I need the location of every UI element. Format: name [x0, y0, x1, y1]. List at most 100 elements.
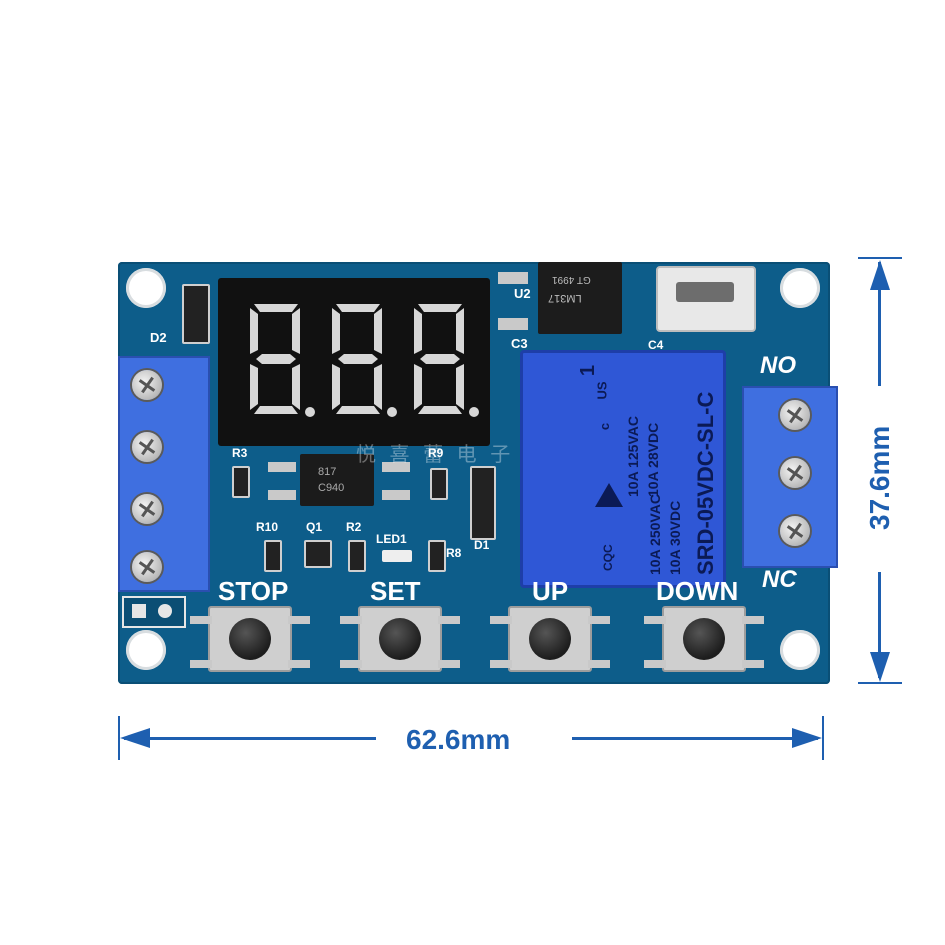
- button-pad: [288, 660, 310, 668]
- relay-rating-1: 10A 250VAC: [647, 494, 663, 575]
- seven-segment-display: 888: [218, 278, 490, 446]
- button-pad: [190, 660, 212, 668]
- opto-pad-1: [268, 462, 296, 472]
- relay-pin: 1: [577, 364, 600, 377]
- button-label-stop: STOP: [218, 576, 289, 606]
- label-d1: D1: [474, 538, 490, 552]
- dimension-width-line-left: [124, 737, 376, 740]
- opto-pad-2: [268, 490, 296, 500]
- up-button[interactable]: [508, 606, 592, 672]
- resistor-r2: [348, 540, 366, 572]
- button-pad: [340, 660, 362, 668]
- arrow-left-icon: [120, 728, 150, 748]
- display-digits: [250, 304, 479, 417]
- relay-rating-3: 10A 125VAC: [625, 416, 641, 497]
- relay-warning-icon: [595, 483, 623, 507]
- dimension-width: 62.6mm: [406, 724, 511, 755]
- relay-model: SRD-05VDC-SL-C: [693, 391, 718, 575]
- arrow-down-icon: [870, 652, 890, 682]
- mounting-hole-bottom-right: [780, 630, 820, 670]
- label-led1: LED1: [376, 532, 407, 546]
- terminal-screw-nc[interactable]: [780, 516, 810, 546]
- button-pad: [438, 660, 460, 668]
- diode-d1: [470, 466, 496, 540]
- terminal-block-input: [118, 356, 210, 592]
- button-pad: [644, 616, 666, 624]
- terminal-screw-com[interactable]: [780, 458, 810, 488]
- button-pad: [742, 660, 764, 668]
- dimension-width-line-right: [572, 737, 818, 740]
- regulator-u2: LM317 GT 4991: [538, 262, 622, 334]
- arrow-right-icon: [792, 728, 822, 748]
- button-pad: [742, 616, 764, 624]
- relay-ul-c: c: [597, 422, 613, 431]
- terminal-screw-input-1[interactable]: [132, 370, 162, 400]
- optocoupler-line1: 817: [318, 466, 337, 478]
- down-button[interactable]: [662, 606, 746, 672]
- mounting-hole-top-left: [126, 268, 166, 308]
- button-label-down: DOWN: [656, 576, 739, 606]
- down-button-cap[interactable]: [683, 618, 725, 660]
- stop-button-cap[interactable]: [229, 618, 271, 660]
- dimension-width-extension-left: [118, 716, 120, 760]
- button-pad: [288, 616, 310, 624]
- stop-button[interactable]: [208, 606, 292, 672]
- button-pad: [438, 616, 460, 624]
- transistor-q1: [304, 540, 332, 568]
- terminal-screw-no[interactable]: [780, 400, 810, 430]
- label-r2: R2: [346, 520, 362, 534]
- label-u2: U2: [514, 286, 531, 301]
- relay: 1 US c 10A 125VAC 10A 28VDC SRD-05VDC-SL…: [520, 350, 726, 588]
- relay-cqc: CQC: [601, 544, 615, 571]
- label-c4: C4: [648, 338, 664, 352]
- label-r9: R9: [428, 446, 444, 460]
- dimension-width-extension-right: [822, 716, 824, 760]
- label-d2: D2: [150, 330, 167, 345]
- mounting-hole-top-right: [780, 268, 820, 308]
- button-pad: [644, 660, 666, 668]
- arrow-up-icon: [870, 260, 890, 290]
- micro-usb-port[interactable]: [656, 266, 756, 332]
- jumper-pin-2: [158, 604, 172, 618]
- regulator-line1: LM317: [548, 292, 582, 304]
- regulator-pad-bottom: [498, 318, 528, 330]
- label-r8: R8: [446, 546, 462, 560]
- resistor-r3: [232, 466, 250, 498]
- label-r3: R3: [232, 446, 248, 460]
- button-pad: [490, 616, 512, 624]
- up-button-cap[interactable]: [529, 618, 571, 660]
- button-pad: [190, 616, 212, 624]
- opto-pad-4: [382, 490, 410, 500]
- relay-ul-us: US: [594, 381, 610, 400]
- optocoupler-line2: C940: [318, 482, 345, 494]
- diode-d2: [182, 284, 210, 344]
- jumper-pin-1: [132, 604, 146, 618]
- jumper-header: [122, 596, 186, 628]
- usb-opening: [676, 282, 734, 302]
- set-button[interactable]: [358, 606, 442, 672]
- button-pad: [588, 660, 610, 668]
- relay-rating-2: 10A 30VDC: [667, 500, 683, 575]
- button-label-set: SET: [370, 576, 421, 606]
- label-no: NO: [760, 352, 796, 379]
- dimension-height-extension-bottom: [858, 682, 902, 684]
- regulator-pad-top: [498, 272, 528, 284]
- set-button-cap[interactable]: [379, 618, 421, 660]
- resistor-r10: [264, 540, 282, 572]
- dimension-height-line-bottom: [878, 572, 881, 678]
- relay-rating-4: 10A 28VDC: [645, 422, 661, 497]
- label-r10: R10: [256, 520, 279, 534]
- terminal-screw-input-2[interactable]: [132, 432, 162, 462]
- terminal-screw-input-4[interactable]: [132, 552, 162, 582]
- dimension-height: 37.6mm: [864, 425, 895, 530]
- label-q1: Q1: [306, 520, 323, 534]
- dimension-height-line-top: [878, 262, 881, 386]
- button-pad: [340, 616, 362, 624]
- button-label-up: UP: [532, 576, 569, 606]
- button-pad: [588, 616, 610, 624]
- terminal-screw-input-3[interactable]: [132, 494, 162, 524]
- label-c3: C3: [511, 336, 528, 351]
- label-nc: NC: [762, 566, 797, 593]
- dimension-height-extension-top: [858, 257, 902, 259]
- resistor-r9: [430, 468, 448, 500]
